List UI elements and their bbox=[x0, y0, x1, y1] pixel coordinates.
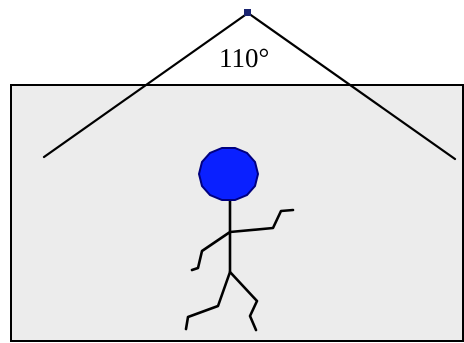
figure-head bbox=[197, 147, 260, 201]
angle-label: 110° bbox=[219, 43, 269, 73]
apex-marker bbox=[244, 9, 251, 16]
figure-left-leg bbox=[184, 270, 232, 331]
figure-right-leg bbox=[228, 270, 259, 332]
screen-panel bbox=[10, 84, 464, 342]
figure-left-arm bbox=[190, 230, 232, 272]
stick-figure bbox=[184, 195, 295, 332]
view-line-left bbox=[42, 11, 250, 159]
figure-right-arm bbox=[228, 208, 295, 234]
view-line-right bbox=[246, 11, 457, 161]
